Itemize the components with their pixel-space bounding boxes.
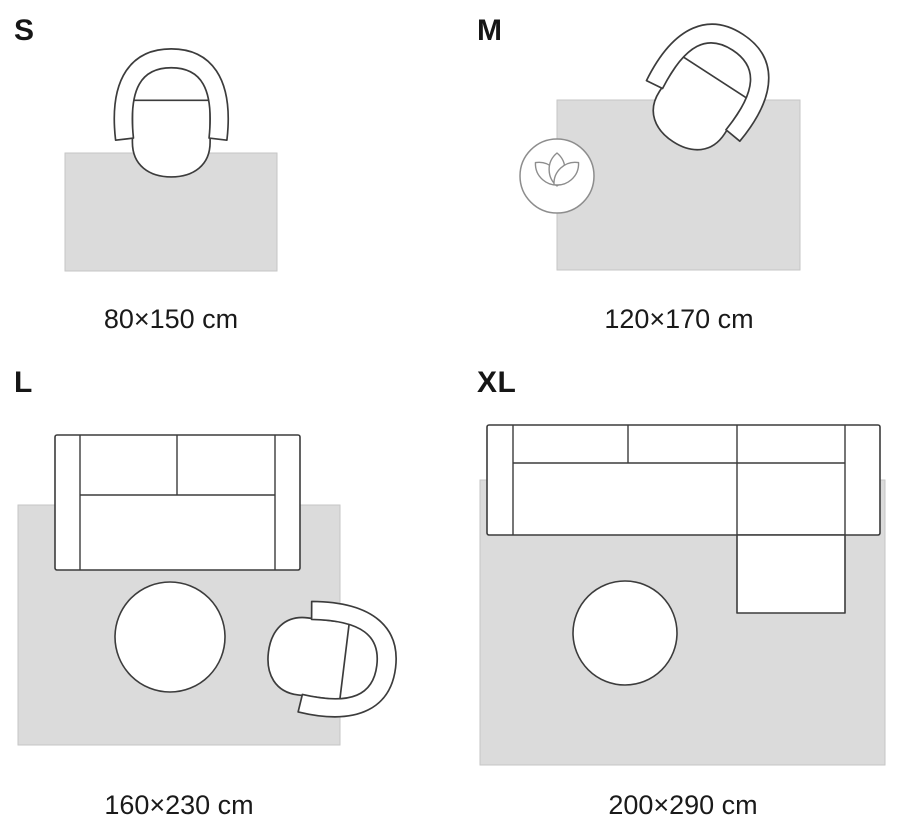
scene-l [17, 434, 404, 746]
size-dimensions-l: 160×230 cm [104, 790, 254, 820]
size-label-xl: XL [477, 366, 517, 399]
sectional-sofa-icon [486, 424, 881, 614]
round-pouf-icon [572, 580, 678, 686]
sofa-icon [54, 434, 301, 571]
round-pouf-icon [114, 581, 226, 693]
scene-xl [479, 424, 886, 766]
scene-m [519, 2, 801, 271]
size-dimensions-xl: 200×290 cm [608, 790, 758, 820]
size-dimensions-s: 80×150 cm [103, 304, 239, 334]
size-dimensions-m: 120×170 cm [604, 304, 754, 334]
size-label-m: M [477, 14, 503, 47]
size-label-l: L [14, 366, 33, 399]
scene-s [64, 48, 278, 272]
size-label-s: S [14, 14, 35, 47]
plant-icon [519, 138, 595, 214]
